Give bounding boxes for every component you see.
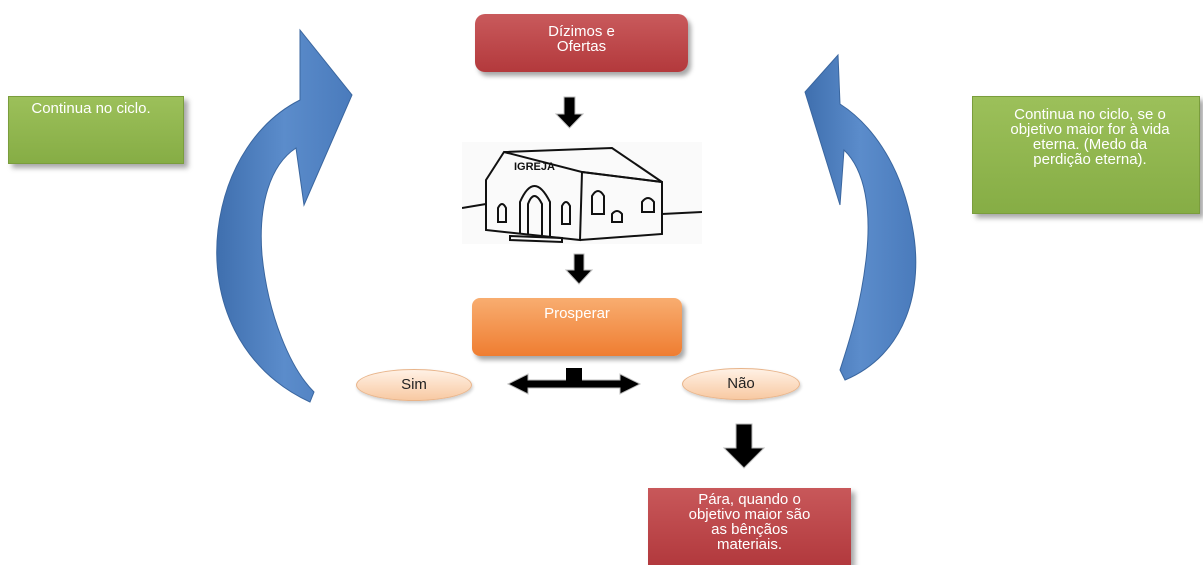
right-note-text: Continua no ciclo, se o objetivo maior f… <box>1010 106 1170 168</box>
yes-oval: Sim <box>356 369 472 401</box>
prosper-text: Prosperar <box>544 305 610 322</box>
no-oval: Não <box>682 368 800 400</box>
tithes-text: Dízimos e Ofertas <box>548 23 615 55</box>
left-cycle-arrow <box>216 28 353 403</box>
stop-note-text: Pára, quando o objetivo maior são as bên… <box>688 491 811 553</box>
right-note-box: Continua no ciclo, se o objetivo maior f… <box>972 96 1200 214</box>
church-sign: IGREJA <box>514 161 555 173</box>
right-cycle-arrow <box>804 53 917 381</box>
church-icon: IGREJA <box>461 146 703 244</box>
down-arrow-1 <box>554 96 585 129</box>
left-note-box: Continua no ciclo. <box>8 96 184 164</box>
left-note-text: Continua no ciclo. <box>31 100 151 117</box>
split-double-arrow <box>506 368 642 395</box>
down-arrow-3 <box>722 423 766 469</box>
no-text: Não <box>727 375 755 392</box>
church-illustration: IGREJA <box>461 142 703 244</box>
stop-note-box: Pára, quando o objetivo maior são as bên… <box>648 488 851 565</box>
prosper-box: Prosperar <box>472 298 682 356</box>
down-arrow-2 <box>564 253 594 285</box>
tithes-box: Dízimos e Ofertas <box>475 14 688 72</box>
yes-text: Sim <box>401 376 427 393</box>
